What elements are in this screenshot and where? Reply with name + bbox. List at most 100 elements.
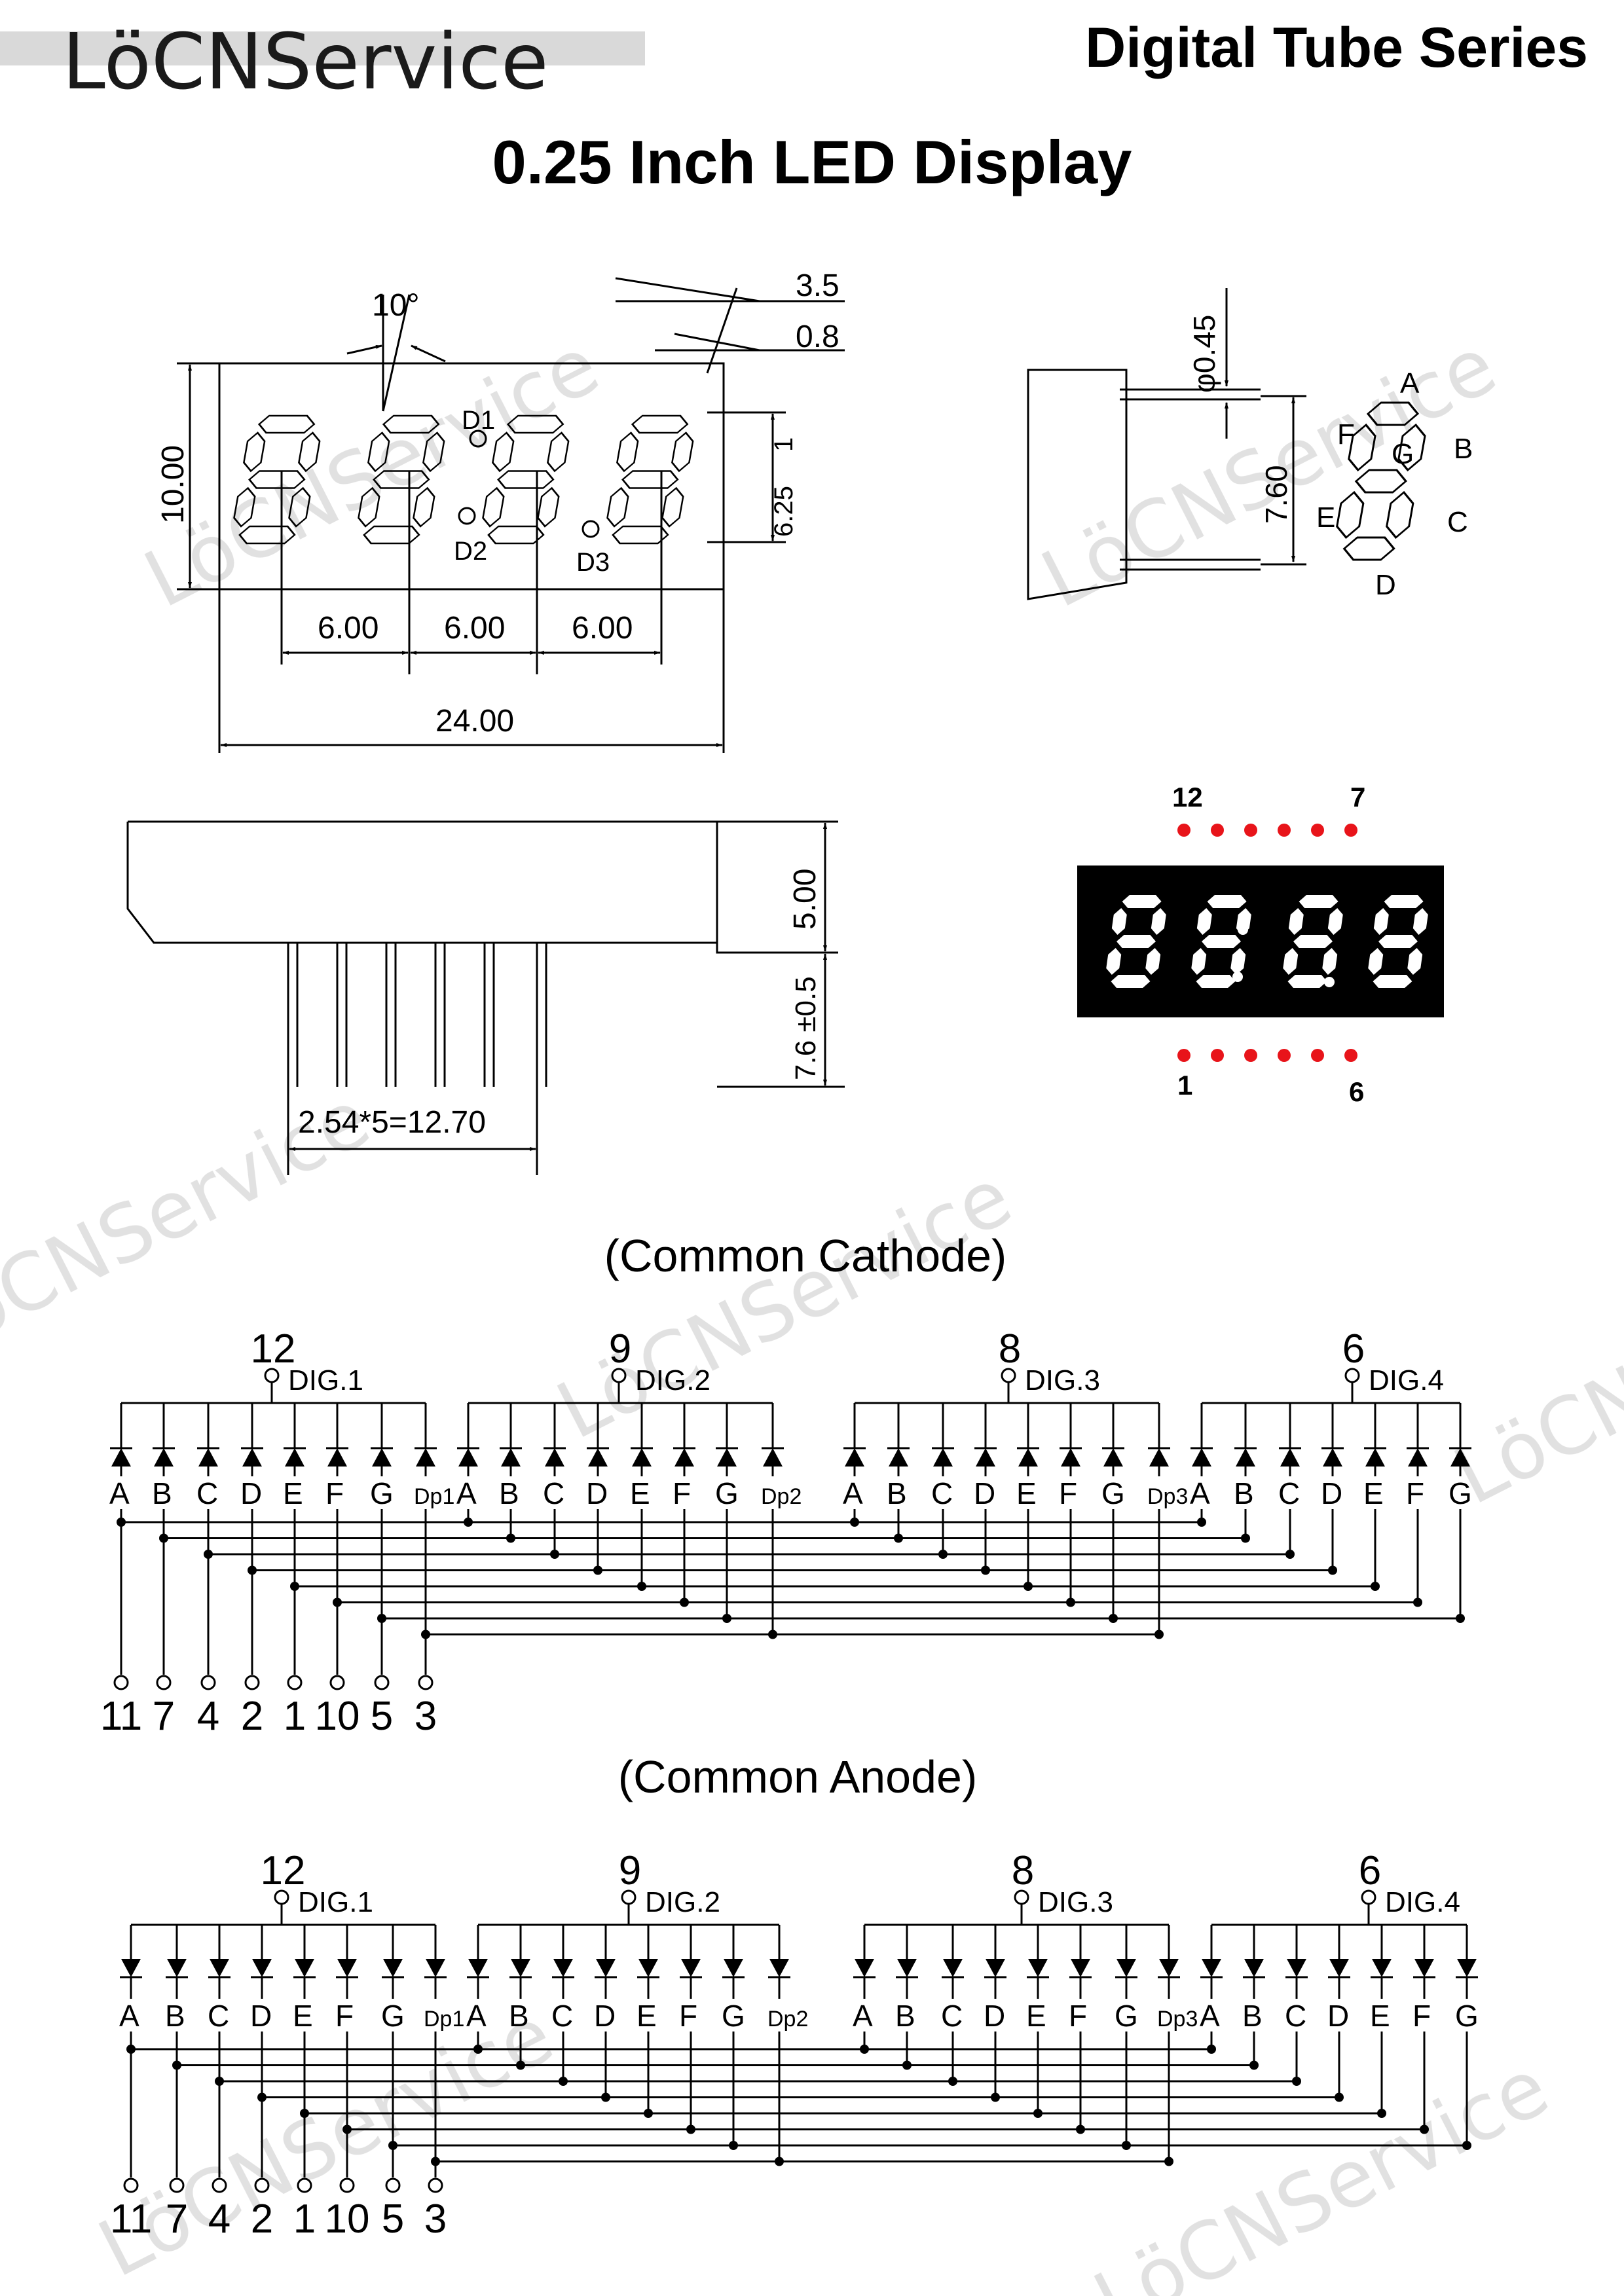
- pitch-label-3: 6.00: [572, 611, 633, 646]
- diode-symbol: [154, 1448, 174, 1467]
- segment-label: D: [1321, 1476, 1342, 1510]
- segment-shape: [1336, 490, 1365, 539]
- page-header: LöCNService Digital Tube Series 0.25 Inc…: [0, 16, 1588, 196]
- segment-label: A: [119, 1999, 139, 2033]
- diode-symbol: [1061, 1448, 1080, 1467]
- diode-symbol: [242, 1448, 262, 1467]
- diode-symbol: [1414, 1959, 1434, 1977]
- segment-pin-terminal: [428, 2178, 443, 2193]
- diode-symbol: [1457, 1959, 1477, 1977]
- segment-label: Dp2: [767, 2007, 808, 2032]
- segment-pin-terminal: [329, 1675, 345, 1690]
- segment-shape: [1151, 908, 1166, 935]
- common-pin-number: 9: [619, 1848, 641, 1893]
- digit-label: DIG.3: [1038, 1886, 1113, 1918]
- segment-pin-terminal: [254, 2178, 270, 2193]
- pin-dot-bottom: [1278, 1049, 1291, 1062]
- segment-label: B: [509, 1999, 529, 2033]
- segment-pin-terminal: [374, 1675, 390, 1690]
- preview-pin-dots: [1177, 824, 1357, 1062]
- segment-pin-number: 2: [241, 1694, 263, 1739]
- diode-symbol: [285, 1448, 304, 1467]
- segment-label: E: [283, 1476, 303, 1510]
- diode-symbol: [1116, 1959, 1136, 1977]
- diode-symbol: [1329, 1959, 1349, 1977]
- segment-label-b: B: [1454, 433, 1473, 465]
- dim-label-pin-length: 7.6 ±0.5: [790, 976, 822, 1080]
- segment-label-g: G: [1392, 438, 1414, 470]
- segment-shape: [1122, 895, 1162, 908]
- angle-label: 10°: [372, 288, 420, 323]
- side-view-labels: φ0.45 7.60 A B C D E F G: [1187, 315, 1473, 601]
- segment-label: C: [931, 1476, 953, 1510]
- front-digit-3: [482, 414, 570, 545]
- watermark-text: LöCNService: [544, 1152, 1025, 1457]
- segment-label: B: [887, 1476, 907, 1510]
- segment-label: Dp3: [1157, 2007, 1198, 2032]
- digit-label: DIG.1: [298, 1886, 373, 1918]
- segment-shape: [1384, 895, 1424, 908]
- dim-label-1: 1: [769, 437, 798, 452]
- segment-shape: [248, 470, 306, 489]
- segment-pin-terminal: [339, 2178, 355, 2193]
- segment-label: D: [974, 1476, 995, 1510]
- diode-symbol: [121, 1959, 141, 1977]
- dp-dot-d1: [469, 429, 487, 448]
- pin-legs: [287, 943, 547, 1087]
- segment-shape: [238, 525, 296, 545]
- dim-label-height: 10.00: [156, 445, 191, 524]
- diode-symbol: [545, 1448, 564, 1467]
- segment-shape: [1145, 948, 1161, 975]
- segment-label: B: [499, 1476, 519, 1510]
- segment-pin-terminal: [212, 2178, 227, 2193]
- segment-shape: [1283, 948, 1299, 975]
- watermark-text: LöCNService: [131, 320, 613, 626]
- segment-shape: [1327, 908, 1343, 935]
- diode-symbol: [1236, 1448, 1255, 1467]
- dp-label-d1: D1: [462, 406, 495, 435]
- leader-line: [706, 287, 738, 374]
- segment-pin-terminal: [113, 1675, 129, 1690]
- segment-label: G: [1115, 1999, 1138, 2033]
- segment-shape: [363, 525, 420, 545]
- segment-label: G: [1449, 1476, 1472, 1510]
- segment-label: C: [941, 1999, 963, 2033]
- dim-label-3-5: 3.5: [796, 268, 840, 303]
- segment-label: C: [196, 1476, 218, 1510]
- lit-digit-3: [1283, 895, 1343, 988]
- pin-label-7: 7: [1350, 782, 1365, 812]
- segment-shape: [1386, 490, 1414, 539]
- segment-shape: [1373, 975, 1412, 988]
- segment-shape: [1366, 401, 1420, 426]
- dim-label-6-25: 6.25: [769, 486, 798, 537]
- diode-symbol: [1244, 1959, 1264, 1977]
- segment-label: E: [1363, 1476, 1384, 1510]
- segment-label: B: [1234, 1476, 1254, 1510]
- diode-symbol: [1323, 1448, 1342, 1467]
- diode-symbol: [1159, 1959, 1179, 1977]
- dim-label-depth: 5.00: [788, 869, 822, 930]
- segment-label: D: [586, 1476, 608, 1510]
- segment-pin-terminal: [287, 1675, 303, 1690]
- diode-symbol: [943, 1959, 963, 1977]
- segment-shape: [482, 486, 505, 528]
- common-pin-number: 8: [1012, 1848, 1034, 1893]
- front-digit-2: [358, 414, 445, 545]
- segment-shape: [1407, 948, 1423, 975]
- segment-pin-number: 5: [382, 2196, 404, 2242]
- pin-view-drawing: [126, 820, 845, 1175]
- segment-shape: [1196, 908, 1212, 935]
- diode-symbol: [553, 1959, 573, 1977]
- segment-shape: [661, 486, 684, 528]
- lit-colon: [1238, 924, 1248, 935]
- lit-digit-4: [1368, 895, 1428, 988]
- segment-shape: [616, 431, 639, 473]
- segment-shape: [1397, 423, 1426, 472]
- segment-key-digit-shape: [1336, 401, 1426, 561]
- segment-pin-number: 7: [166, 2196, 188, 2242]
- segment-label: A: [1190, 1476, 1210, 1510]
- diode-symbol: [674, 1448, 694, 1467]
- segment-label: A: [843, 1476, 863, 1510]
- watermark-text: LöCNService: [1080, 2042, 1562, 2296]
- diode-symbol: [1071, 1959, 1090, 1977]
